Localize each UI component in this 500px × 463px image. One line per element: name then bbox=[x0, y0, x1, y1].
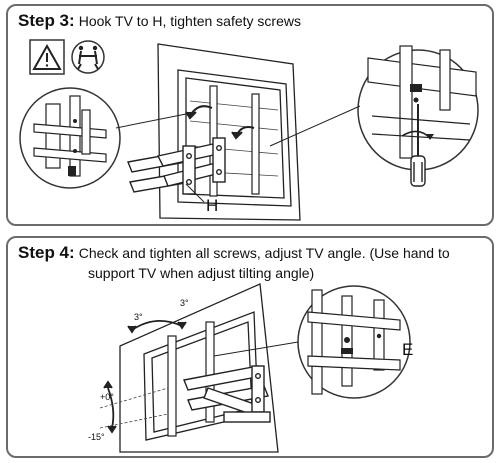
step-4-panel: Step 4:Check and tighten all screws, adj… bbox=[6, 236, 494, 458]
articulating-arm bbox=[183, 365, 271, 423]
articulating-arm bbox=[127, 137, 226, 195]
detail-magnifier-right bbox=[357, 45, 479, 171]
step-3-instruction: Hook TV to H, tighten safety screws bbox=[78, 13, 301, 29]
swivel-left-label: 3° bbox=[134, 312, 143, 322]
step-4-instruction-line2: support TV when adjust tilting angle) bbox=[88, 265, 315, 281]
step-4-colon: : bbox=[69, 243, 75, 262]
step-3-label: Step 3 bbox=[18, 11, 70, 30]
step-4-illustration bbox=[99, 283, 411, 453]
swivel-arrow-icon bbox=[127, 320, 187, 334]
step-3-heading: Step 3:Hook TV to H, tighten safety scre… bbox=[18, 12, 301, 30]
step-3-panel: Step 3:Hook TV to H, tighten safety scre… bbox=[6, 4, 494, 226]
tilt-down-label: -15° bbox=[88, 432, 105, 442]
tilt-up-label: +0° bbox=[100, 392, 114, 402]
mounting-rails bbox=[167, 321, 215, 437]
two-person-lift-icon bbox=[71, 40, 105, 74]
step-3-callout-h: H bbox=[206, 196, 219, 215]
detail-magnifier-left bbox=[19, 87, 121, 189]
warning-icon bbox=[29, 39, 65, 75]
step-4-label: Step 4 bbox=[18, 243, 70, 262]
step-4-heading: Step 4:Check and tighten all screws, adj… bbox=[18, 244, 450, 262]
step-3-colon: : bbox=[69, 11, 75, 30]
detail-magnifier bbox=[297, 285, 411, 399]
swivel-right-label: 3° bbox=[180, 298, 189, 308]
step-4-instruction-line1: Check and tighten all screws, adjust TV … bbox=[78, 245, 450, 261]
step-3-illustration bbox=[19, 39, 479, 221]
tilt-arrow-icon bbox=[103, 380, 117, 434]
screwdriver-icon bbox=[410, 104, 426, 187]
hook-arrow-icons bbox=[185, 105, 255, 140]
step-4-callout-e: E bbox=[402, 340, 414, 359]
